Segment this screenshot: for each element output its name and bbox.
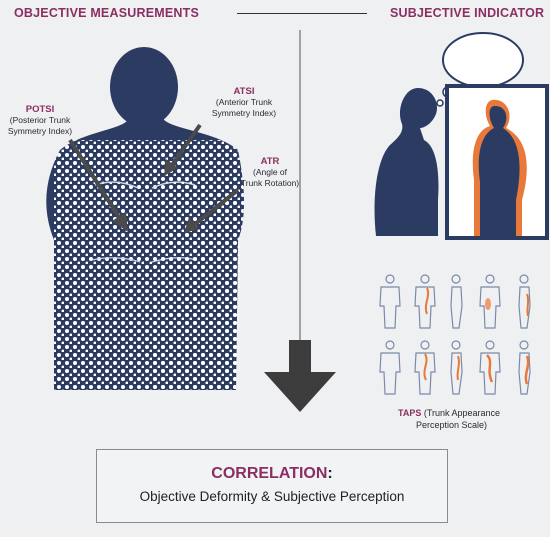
taps-figure-5 [518, 274, 531, 329]
correlation-subtitle: Objective Deformity & Subjective Percept… [139, 489, 405, 504]
potsi-desc-1: (Posterior Trunk [9, 115, 71, 125]
atsi-desc-1: (Anterior Trunk [215, 97, 273, 107]
subjective-header: SUBJECTIVE INDICATOR [390, 6, 545, 20]
correlation-title-line: CORRELATION: [97, 465, 447, 483]
atr-label: ATR (Angle of Trunk Rotation) [228, 156, 312, 189]
taps-figure-1 [379, 274, 401, 329]
potsi-title: POTSI [25, 104, 55, 115]
down-arrow-icon [264, 340, 336, 412]
atr-title: ATR [260, 156, 280, 167]
taps-label: TAPS (Trunk Appearance Perception Scale) [398, 407, 548, 431]
dot-overlay [150, 169, 242, 390]
taps-figure-7 [414, 340, 436, 395]
taps-figure-10 [518, 340, 531, 395]
atsi-desc-2: Symmetry Index) [211, 108, 277, 118]
objective-header: OBJECTIVE MEASUREMENTS [14, 6, 199, 20]
potsi-desc-2: Symmetry Index) [7, 126, 73, 136]
atsi-title: ATSI [233, 86, 255, 97]
atr-desc-2: Trunk Rotation) [240, 178, 300, 188]
potsi-label: POTSI (Posterior Trunk Symmetry Index) [0, 104, 80, 137]
taps-figure-6 [379, 340, 401, 395]
atr-desc-1: (Angle of [252, 167, 288, 177]
taps-desc-2: Perception Scale) [416, 420, 488, 430]
taps-title: TAPS [398, 408, 422, 418]
taps-figure-4 [479, 274, 501, 329]
taps-figure-8 [450, 340, 463, 395]
taps-figure-3 [450, 274, 463, 329]
measurement-arrows [68, 123, 240, 233]
header-divider [237, 13, 367, 14]
taps-figure-9 [479, 340, 501, 395]
correlation-box: CORRELATION: Objective Deformity & Subje… [96, 449, 448, 523]
taps-figure-2 [414, 274, 436, 329]
taps-figures [379, 274, 531, 395]
correlation-title: CORRELATION [211, 465, 328, 482]
taps-desc-1: (Trunk Appearance [421, 408, 501, 418]
atsi-label: ATSI (Anterior Trunk Symmetry Index) [192, 86, 296, 119]
mirror-scene [374, 32, 549, 240]
correlation-colon: : [327, 465, 333, 482]
